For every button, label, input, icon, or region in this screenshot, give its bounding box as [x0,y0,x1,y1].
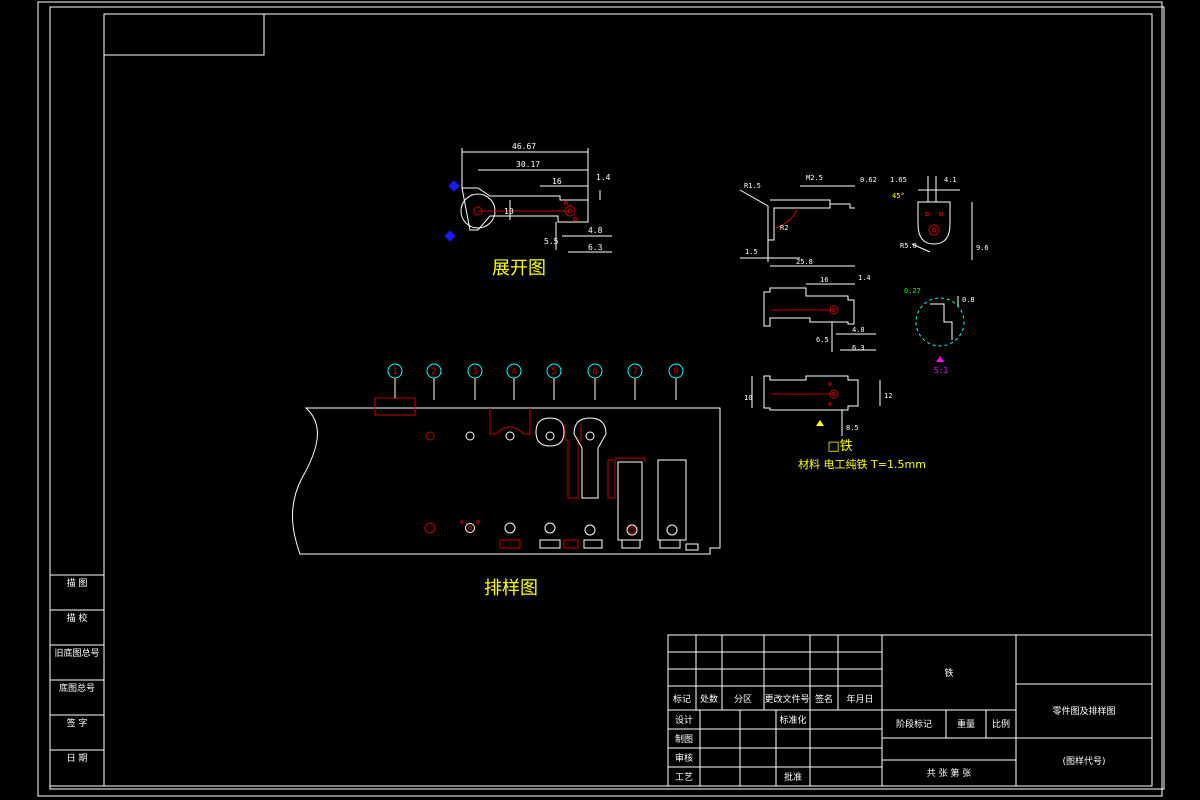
col-head-signature: 签名 [815,693,833,705]
dim-unfold-5-5: 5.5 [544,237,559,246]
side-label-sign: 签 字 [67,717,88,729]
col-head-change-doc: 更改文件号 [764,693,809,705]
dim-side-062: 0.62 [860,176,877,184]
standardization-label: 标准化 [779,714,806,726]
title-block-text: 标记 处数 分区 更改文件号 签名 年月日 设计 制图 审核 工艺 标准化 批准… [673,667,1116,783]
side-view: R1.5 M2.5 0.62 R2 1.5 [739,174,877,262]
station-6: 6 [592,367,597,377]
station-2: 2 [431,367,436,377]
right-view: 1.65 4.1 R5.0 9.6 45° [890,176,989,260]
dim-unfold-total: 46.67 [512,142,536,151]
title-block [667,634,1153,787]
detail-view: 0.27 0.8 5:1 [904,287,975,375]
part-name: □铁 [827,439,852,454]
plan-view: 25.8 16 1.4 4.8 6.5 6.3 [763,258,876,352]
dim-side-15: 1.5 [745,248,758,256]
dim-unfold-6-3: 6.3 [588,243,603,252]
station-3: 3 [472,367,477,377]
station-4: 4 [511,367,516,377]
dim-plan-258: 25.8 [796,258,813,266]
station-8: 8 [673,367,678,377]
dim-plan-48: 4.8 [852,326,865,334]
dim-unfold-4-8: 4.8 [588,226,603,235]
detail-scale: 5:1 [934,366,949,375]
side-label-trace: 描 图 [67,577,88,589]
dim-unfold-thick: 1.4 [596,173,611,182]
dim-side-r15: R1.5 [744,182,761,190]
dim-bottom-12: 12 [884,392,892,400]
dim-right-41: 4.1 [944,176,957,184]
row-label-review: 审核 [675,752,693,764]
dim-right-96: 9.6 [976,244,989,252]
dim-bottom-85: 8.5 [846,424,859,432]
dim-side-r2: R2 [780,224,788,232]
side-label-date: 日 期 [67,753,88,764]
dim-detail-027: 0.27 [904,287,921,295]
layout-title: 排样图 [484,578,538,599]
station-5: 5 [551,367,556,377]
dim-plan-16: 16 [820,276,828,284]
col-head-zone: 分区 [734,694,752,705]
dim-right-165: 1.65 [890,176,907,184]
side-label-old-base: 旧底图总号 [54,647,99,659]
part-material-text: 铁 [944,667,953,679]
col-head-date: 年月日 [846,693,873,705]
side-labels: 描 图 描 校 旧底图总号 底图总号 签 字 日 期 [54,577,99,764]
bottom-view: 10 12 8.5 □铁 材料 电工纯铁 T=1.5mm [744,375,926,471]
col-head-mark: 标记 [673,693,691,705]
row-label-process: 工艺 [675,772,693,783]
dim-side-m25: M2.5 [806,174,823,182]
side-label-check: 描 校 [67,612,88,624]
drawing-code: (图样代号) [1062,755,1105,767]
station-1: 1 [392,367,397,377]
sheet-count: 共 张 第 张 [927,767,972,779]
dim-bottom-10: 10 [744,394,752,402]
drawing-name: 零件图及排样图 [1052,705,1115,717]
col-head-count: 处数 [700,693,718,705]
strip-layout: 排样图 [292,397,721,599]
unfold-view: 46.67 30.17 16 1.4 10 5.5 4.8 6.3 展开图 [444,142,612,279]
dim-plan-63: 6.3 [852,344,865,352]
approval-label: 批准 [784,771,802,783]
dim-unfold-length: 30.17 [516,160,540,169]
station-markers: 1 2 3 4 5 6 7 8 [387,363,684,400]
dim-plan-14: 1.4 [858,274,871,282]
side-label-base: 底图总号 [59,682,95,694]
side-label-box [49,574,105,787]
station-7: 7 [632,367,637,377]
row-label-design: 设计 [675,714,693,726]
dim-right-angle: 45° [892,192,905,200]
material-spec: 材料 电工纯铁 T=1.5mm [798,457,926,471]
stage-mark-label: 阶段标记 [896,718,932,730]
dim-detail-08: 0.8 [962,296,975,304]
scale-label: 比例 [992,718,1010,730]
row-label-drafting: 制图 [675,733,693,745]
dim-unfold-16: 16 [552,177,562,186]
dim-unfold-width: 10 [504,207,514,216]
unfold-title: 展开图 [492,258,546,279]
dim-plan-65: 6.5 [816,336,829,344]
weight-label: 重量 [957,718,975,730]
dim-right-r50: R5.0 [900,242,917,250]
